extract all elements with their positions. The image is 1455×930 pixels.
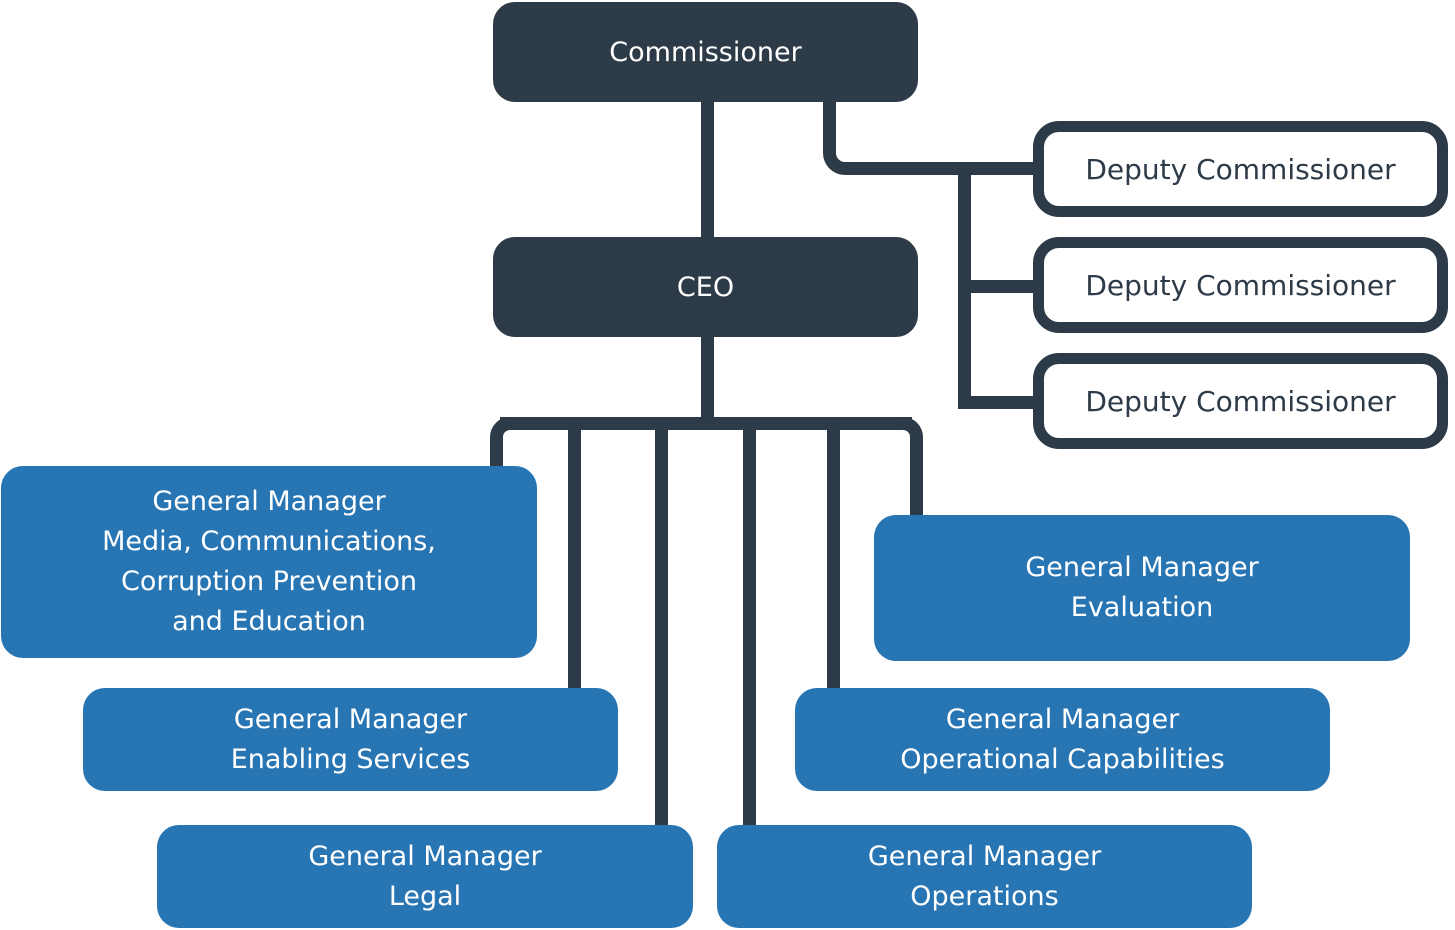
node-gm-evaluation-label: General Manager Evaluation [1025, 552, 1259, 623]
node-deputy-commissioner-2: Deputy Commissioner [1033, 237, 1448, 333]
edge-drop-media [490, 417, 542, 467]
edge-drop-operational-capabilities [827, 424, 840, 689]
node-deputy-commissioner-2-label: Deputy Commissioner [1085, 268, 1396, 302]
node-gm-operations-label: General Manager Operations [867, 840, 1102, 912]
node-deputy-commissioner-1: Deputy Commissioner [1033, 121, 1448, 217]
edge-commissioner-to-deputies-elbow [823, 100, 1035, 175]
node-commissioner-label: Commissioner [609, 36, 802, 68]
node-gm-operations: General Manager Operations [717, 825, 1252, 928]
node-gm-evaluation: General Manager Evaluation [874, 515, 1410, 661]
node-gm-operational-capabilities: General Manager Operational Capabilities [795, 688, 1330, 791]
node-ceo: CEO [493, 237, 918, 337]
node-gm-legal: General Manager Legal [157, 825, 693, 928]
node-gm-legal-label: General Manager Legal [308, 840, 542, 912]
edge-gm-bus [500, 417, 912, 430]
edge-ceo-to-bus [701, 337, 714, 423]
node-deputy-commissioner-3-label: Deputy Commissioner [1085, 384, 1396, 418]
node-gm-media-communications: General Manager Media, Communications, C… [1, 466, 537, 658]
node-ceo-label: CEO [676, 271, 735, 303]
node-gm-operational-capabilities-label: General Manager Operational Capabilities [900, 703, 1225, 775]
node-gm-enabling-services-label: General Manager Enabling Services [230, 703, 471, 775]
edge-deputy-3-stub [958, 396, 1035, 409]
node-gm-media-communications-label: General Manager Media, Communications, C… [102, 486, 436, 637]
edge-commissioner-to-ceo [701, 100, 714, 240]
node-deputy-commissioner-1-label: Deputy Commissioner [1085, 152, 1396, 186]
node-deputy-commissioner-3: Deputy Commissioner [1033, 353, 1448, 449]
edge-drop-operations [743, 424, 756, 826]
edge-drop-enabling-services [568, 424, 581, 689]
edge-drop-legal [655, 424, 668, 826]
node-gm-enabling-services: General Manager Enabling Services [83, 688, 618, 791]
node-commissioner: Commissioner [493, 2, 918, 102]
edge-drop-evaluation [871, 417, 923, 516]
edge-deputy-2-stub [958, 280, 1035, 293]
